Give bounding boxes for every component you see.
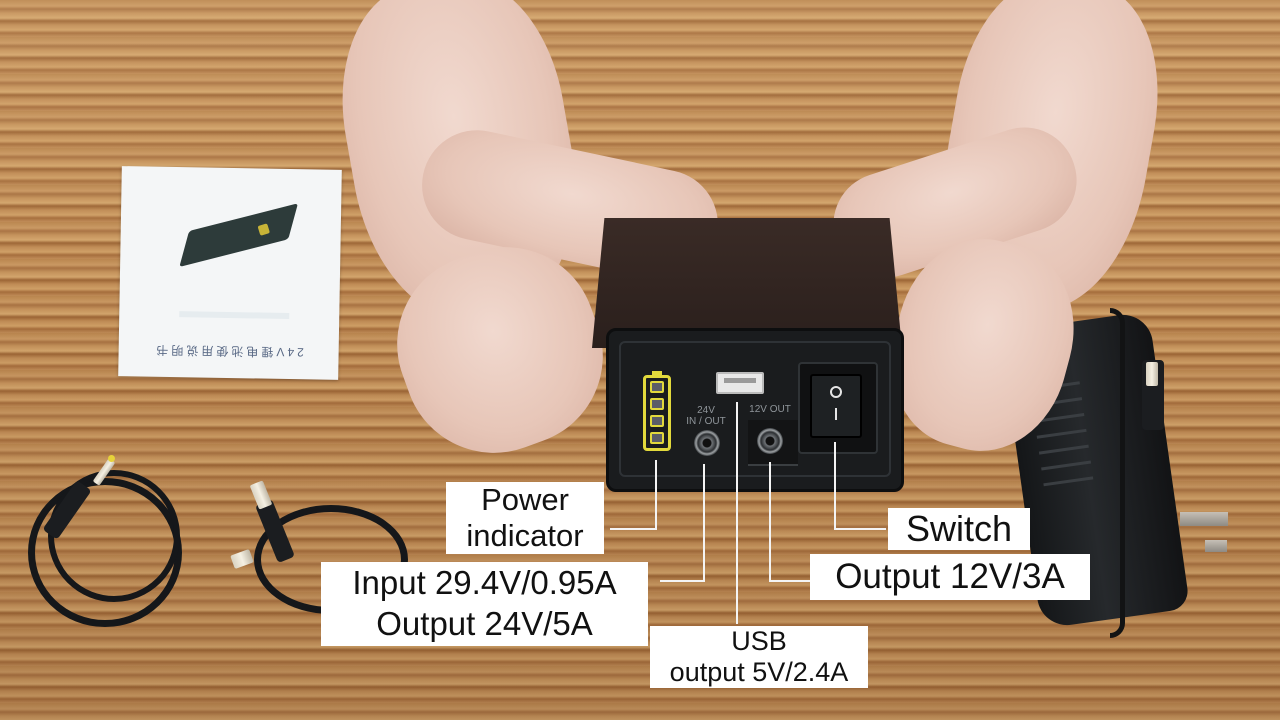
leader-line-power-indicator — [655, 460, 657, 530]
instruction-manual: 24V锂电池使用说明书 — [118, 166, 342, 380]
leader-line-power-indicator-h — [610, 528, 657, 530]
switch-on-symbol — [835, 408, 837, 420]
adapter-rib — [1036, 428, 1087, 439]
label-input-output-24v: Input 29.4V/0.95A Output 24V/5A — [321, 562, 648, 646]
port-24v-label: 24V IN / OUT — [686, 405, 726, 427]
leader-line-switch-h — [834, 528, 886, 530]
adapter-rib — [1041, 460, 1092, 471]
label-switch: Switch — [888, 508, 1030, 550]
dc-cable-coil-left-inner — [48, 470, 180, 602]
adapter-rib — [1043, 476, 1094, 487]
adapter-prong-2 — [1205, 540, 1227, 552]
adapter-dc-plug-tip — [1146, 362, 1158, 386]
rocker-switch — [810, 374, 862, 438]
manual-product-image — [179, 203, 299, 268]
leader-line-usb — [736, 402, 738, 624]
manual-faint-text — [179, 311, 290, 320]
leader-line-12v — [769, 462, 771, 582]
switch-off-symbol — [830, 386, 842, 398]
port-12v-label: 12V OUT — [749, 404, 791, 415]
adapter-prong — [1180, 512, 1228, 526]
usb-port — [716, 372, 764, 394]
battery-indicator-icon — [643, 371, 671, 451]
dc-jack-24v — [694, 430, 720, 456]
dc-plug-tip-right — [249, 480, 273, 510]
label-power-indicator: Power indicator — [446, 482, 604, 554]
dc-plug-tip-yellow — [108, 455, 115, 462]
leader-line-24v — [703, 464, 705, 582]
label-usb-output: USB output 5V/2.4A — [650, 626, 868, 688]
adapter-cable — [1110, 308, 1125, 638]
label-output-12v: Output 12V/3A — [810, 554, 1090, 600]
dc-plug-tip-right-2 — [230, 549, 254, 569]
leader-line-switch — [834, 442, 836, 530]
power-bank-body — [592, 218, 902, 348]
leader-line-24v-h — [660, 580, 705, 582]
leader-line-12v-h — [769, 580, 811, 582]
manual-title: 24V锂电池使用说明书 — [153, 342, 304, 360]
dc-jack-12v — [757, 428, 783, 454]
adapter-rib — [1038, 444, 1089, 455]
